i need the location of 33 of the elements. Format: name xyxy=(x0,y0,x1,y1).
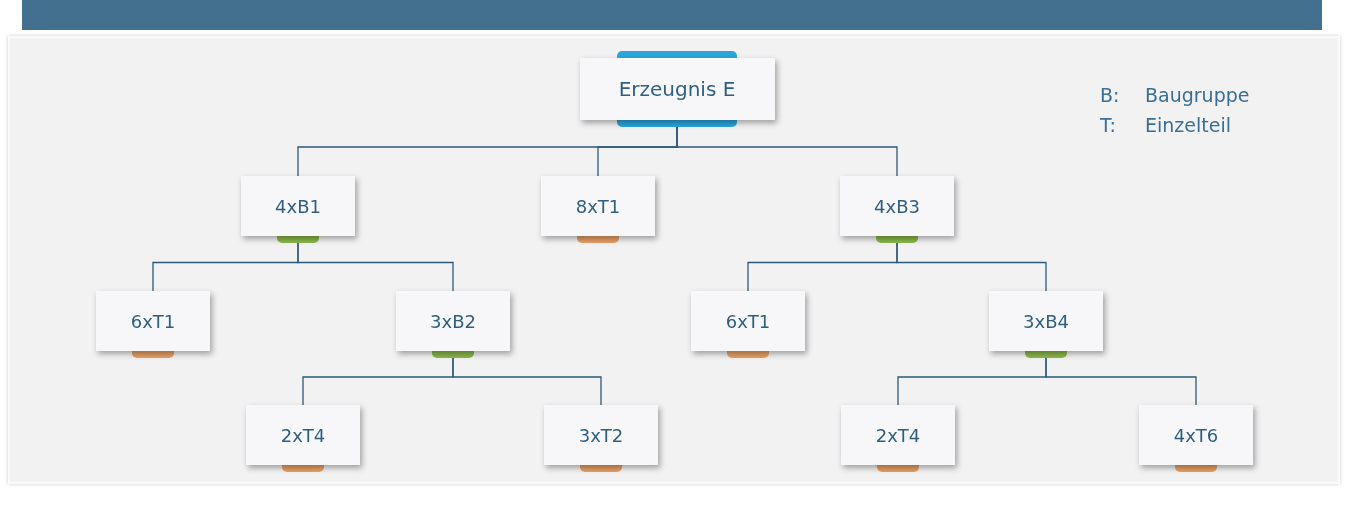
node-label: 3xB4 xyxy=(1023,310,1069,332)
connector-line xyxy=(297,241,454,292)
node-label: 3xT2 xyxy=(578,424,624,446)
part-box xyxy=(840,176,954,236)
node-label: 3xB2 xyxy=(430,310,476,332)
part-box xyxy=(246,405,360,465)
connector-line xyxy=(452,356,602,406)
node-label: 6xT1 xyxy=(725,310,771,332)
part-box xyxy=(544,405,658,465)
node-label: 2xT4 xyxy=(875,424,921,446)
node-label: Erzeugnis E xyxy=(618,77,736,101)
part-box xyxy=(1139,405,1253,465)
part-box xyxy=(241,176,355,236)
legend-key: B: xyxy=(1100,84,1120,106)
legend-key: T: xyxy=(1100,114,1116,136)
part-box xyxy=(396,291,510,351)
part-box xyxy=(989,291,1103,351)
part-box xyxy=(841,405,955,465)
legend-description: Baugruppe xyxy=(1145,84,1250,106)
connector-line xyxy=(1045,356,1197,406)
node-label: 2xT4 xyxy=(280,424,326,446)
connector-line xyxy=(676,125,898,177)
part-box xyxy=(691,291,805,351)
part-box xyxy=(541,176,655,236)
node-label: 4xB3 xyxy=(874,195,920,217)
node-label: 4xB1 xyxy=(275,195,321,217)
node-label: 4xT6 xyxy=(1173,424,1219,446)
connector-line xyxy=(896,241,1047,292)
legend-description: Einzelteil xyxy=(1145,114,1231,136)
part-box xyxy=(579,58,775,120)
node-label: 8xT1 xyxy=(575,195,621,217)
part-box xyxy=(96,291,210,351)
node-label: 6xT1 xyxy=(130,310,176,332)
